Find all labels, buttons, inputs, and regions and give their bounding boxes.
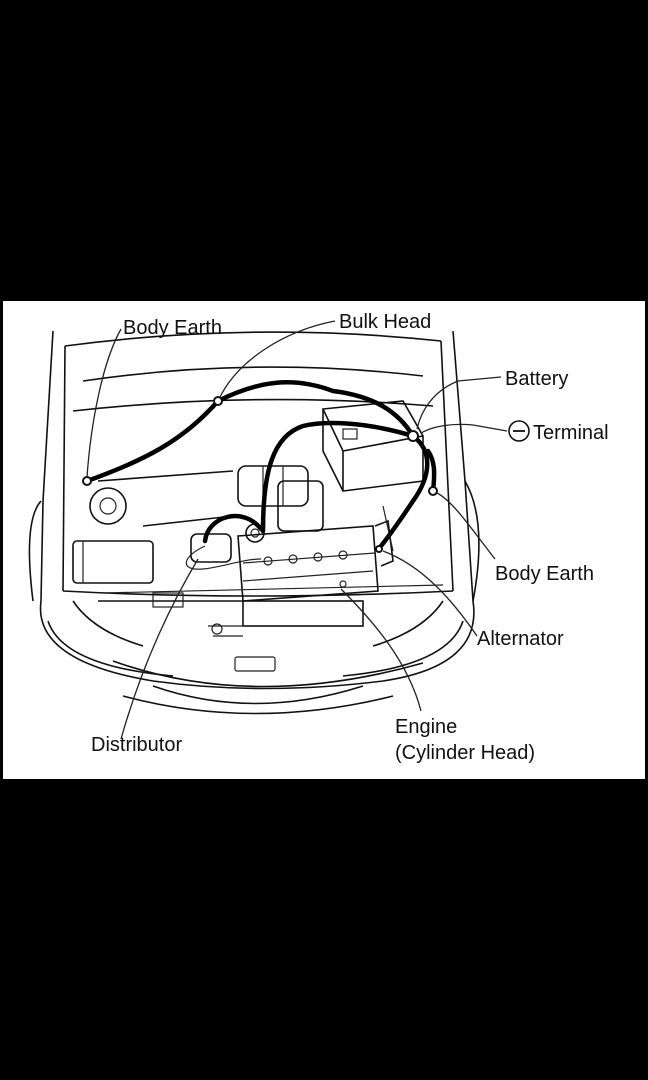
label-engine: Engine <box>395 716 457 738</box>
label-battery: Battery <box>505 368 568 390</box>
car-body-drawing <box>28 330 480 715</box>
attachment-points <box>82 396 438 553</box>
leader-lines <box>86 320 508 740</box>
ground-cables <box>84 380 437 570</box>
engine-bay-components <box>72 400 444 637</box>
label-terminal: Terminal <box>533 422 609 444</box>
minus-circle-icon <box>508 420 530 442</box>
diagram-panel: Body Earth Bulk Head Battery Terminal Bo… <box>3 301 645 779</box>
label-body-earth-left: Body Earth <box>123 317 222 339</box>
engine-bay-diagram: Body Earth Bulk Head Battery Terminal Bo… <box>28 311 609 764</box>
label-cylinder-head: (Cylinder Head) <box>395 742 535 764</box>
label-alternator: Alternator <box>477 628 564 650</box>
label-body-earth-right: Body Earth <box>495 563 594 585</box>
label-bulk-head: Bulk Head <box>339 311 431 333</box>
terminal-symbol <box>508 420 530 442</box>
label-distributor: Distributor <box>91 734 182 756</box>
